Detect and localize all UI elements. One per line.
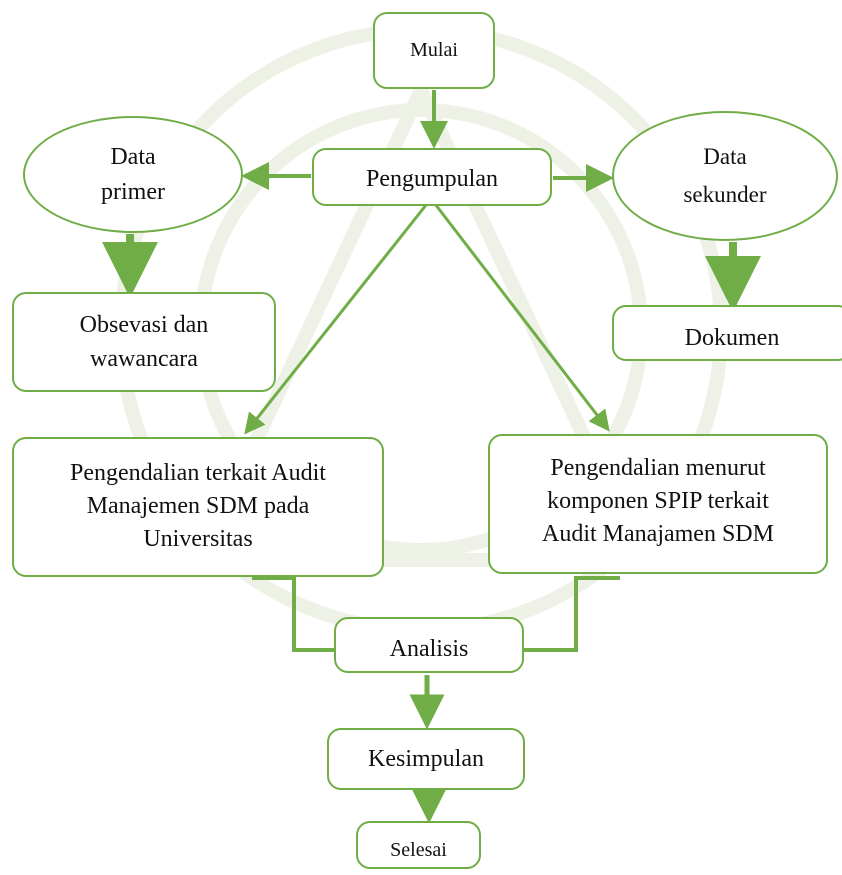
node-pengendalian-universitas-line-3: Universitas: [143, 526, 253, 552]
node-pengendalian-spip-line-1: Pengendalian menurut: [550, 455, 766, 481]
node-data-primer: Data primer: [23, 116, 243, 233]
node-observasi-line-1: Obsevasi dan: [79, 312, 209, 338]
arrow-pengumpulan-pengendalian-spip: [430, 199, 610, 432]
node-data-primer-line-1: Data: [110, 143, 156, 170]
node-analisis: Analisis: [334, 617, 524, 673]
node-dokumen: Dokumen: [612, 305, 842, 361]
node-pengumpulan-label: Pengumpulan: [366, 165, 498, 192]
node-observasi: Obsevasi dan wawancara: [12, 292, 276, 392]
node-pengendalian-universitas-line-2: Manajemen SDM pada: [86, 493, 310, 519]
node-pengumpulan: Pengumpulan: [312, 148, 552, 206]
node-analisis-label: Analisis: [389, 635, 469, 662]
connector-spip-analisis: [524, 576, 620, 652]
node-mulai: Mulai: [373, 12, 495, 89]
node-mulai-label: Mulai: [410, 39, 458, 61]
node-pengendalian-universitas: Pengendalian terkait Audit Manajemen SDM…: [12, 437, 384, 577]
node-pengendalian-spip-line-3: Audit Manajamen SDM: [542, 521, 774, 547]
node-pengendalian-universitas-line-1: Pengendalian terkait Audit: [70, 460, 326, 486]
node-selesai-label: Selesai: [390, 838, 447, 861]
node-data-sekunder-line-2: sekunder: [683, 182, 767, 207]
node-data-primer-line-2: primer: [101, 178, 165, 205]
node-pengendalian-spip-line-2: komponen SPIP terkait: [547, 488, 769, 514]
arrow-pengumpulan-pengendalian-universitas: [244, 199, 432, 435]
node-kesimpulan: Kesimpulan: [327, 728, 525, 790]
node-kesimpulan-label: Kesimpulan: [368, 745, 484, 772]
node-data-sekunder: Data sekunder: [612, 111, 838, 241]
node-observasi-line-2: wawancara: [90, 346, 198, 372]
node-pengendalian-spip: Pengendalian menurut komponen SPIP terka…: [488, 434, 828, 574]
node-selesai: Selesai: [356, 821, 481, 869]
node-data-sekunder-line-1: Data: [703, 144, 747, 169]
connector-universitas-analisis: [252, 576, 334, 652]
node-dokumen-label: Dokumen: [684, 324, 780, 351]
